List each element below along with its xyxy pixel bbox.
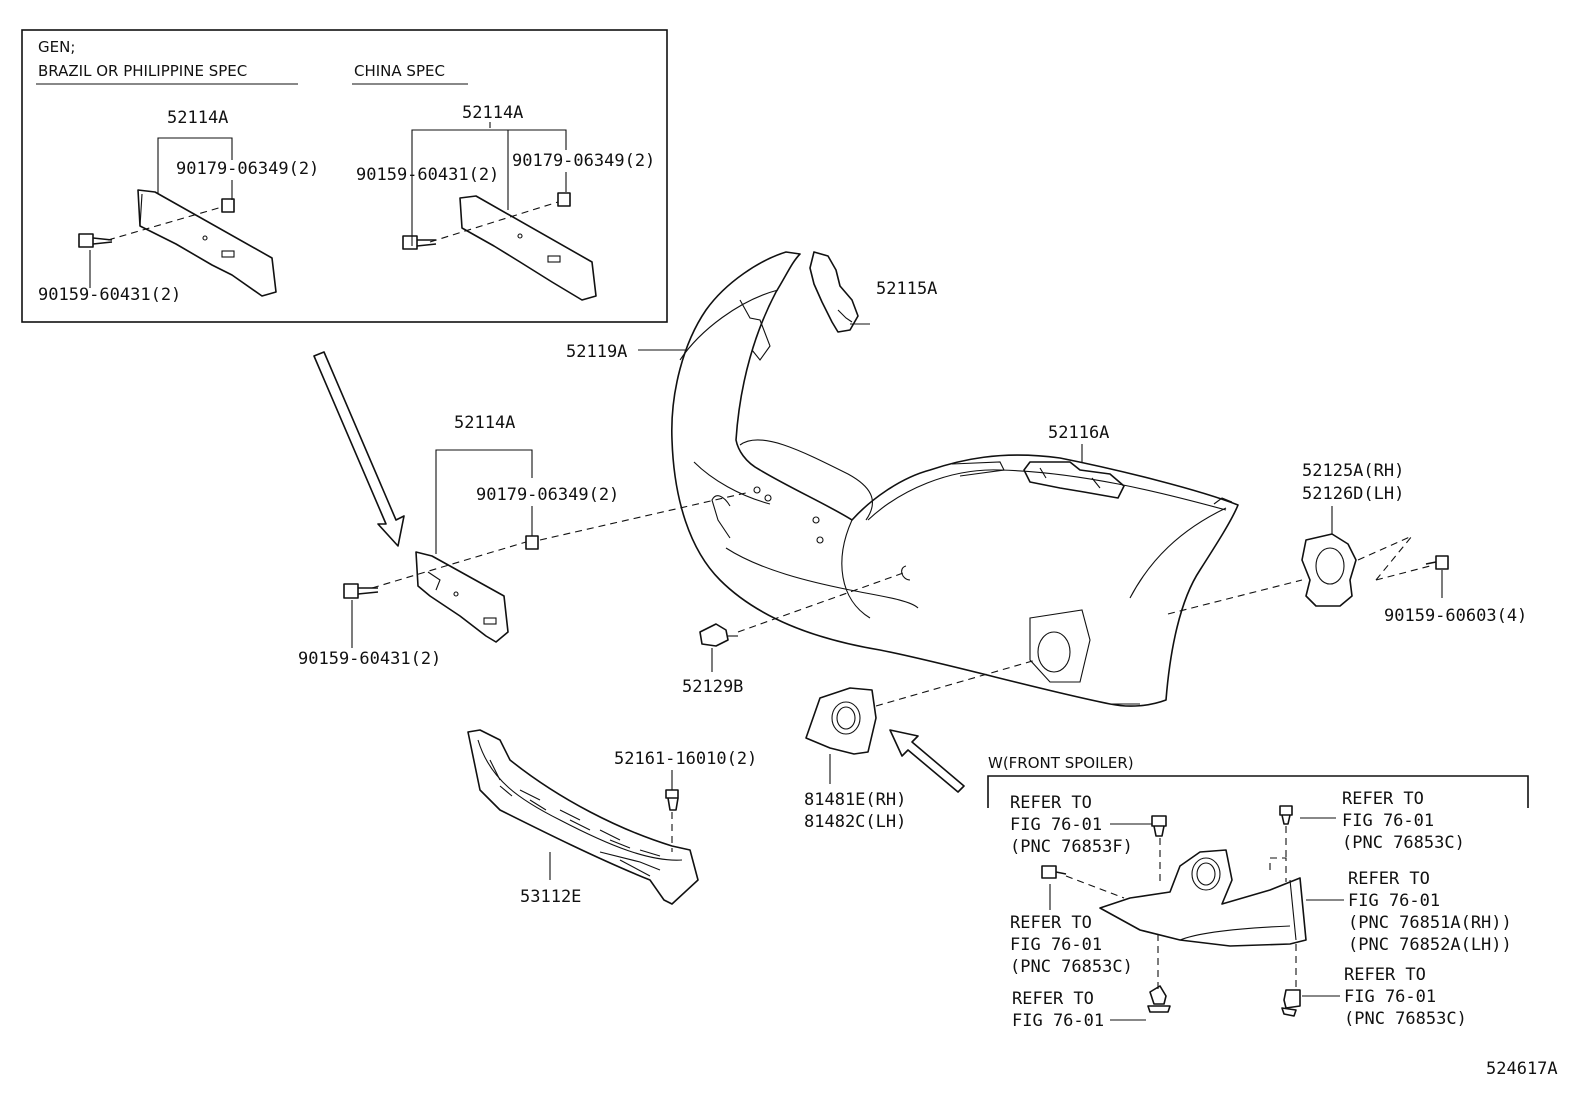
side-retainer-rh-label: 52125A(RH)	[1302, 461, 1404, 481]
side-bolt	[1425, 555, 1449, 570]
tow-hook-cover	[699, 623, 738, 647]
center-bracket	[1023, 461, 1125, 499]
side-bolt-label: 90159-60603(4)	[1384, 606, 1527, 626]
spoiler-clip-a	[1151, 815, 1167, 837]
front-spoiler	[1099, 849, 1307, 947]
ref-a-line3: (PNC 76853F)	[1010, 837, 1133, 857]
plate-bracket	[415, 551, 509, 643]
spoiler-clip-f	[1281, 989, 1301, 1017]
clip	[665, 789, 679, 811]
china-bolt	[402, 235, 437, 250]
ref-f-line2: FIG 76-01	[1344, 987, 1436, 1007]
china-nut-label: 90179-06349(2)	[512, 151, 655, 171]
ref-b-line3: (PNC 76853C)	[1342, 833, 1465, 853]
spoiler-clip-c	[1041, 865, 1067, 879]
ref-c-line3: (PNC 76853C)	[1010, 957, 1133, 977]
inset-pointer-arrow	[313, 351, 405, 547]
china-spec-header: CHINA SPEC	[354, 62, 445, 80]
ref-b-line1: REFER TO	[1342, 789, 1424, 809]
china-nut	[557, 192, 571, 207]
ref-a-line2: FIG 76-01	[1010, 815, 1102, 835]
ref-b-line2: FIG 76-01	[1342, 811, 1434, 831]
bumper-cover-label: 52119A	[566, 342, 627, 362]
ref-c-line2: FIG 76-01	[1010, 935, 1102, 955]
ref-d-line1: REFER TO	[1012, 989, 1094, 1009]
ref-a-line1: REFER TO	[1010, 793, 1092, 813]
plate-nut-label: 90179-06349(2)	[476, 485, 619, 505]
bumper-cover	[671, 251, 1239, 707]
spoiler-pointer-arrow	[889, 729, 965, 793]
ref-c-line1: REFER TO	[1010, 913, 1092, 933]
ref-e-line2: FIG 76-01	[1348, 891, 1440, 911]
plate-bolt-label: 90159-60431(2)	[298, 649, 441, 669]
fog-lamp-cover	[805, 687, 877, 755]
figure-id: 524617A	[1486, 1059, 1558, 1079]
ref-e-line1: REFER TO	[1348, 869, 1430, 889]
fog-cover-lh-label: 81482C(LH)	[804, 812, 906, 832]
gen-header: GEN;	[38, 38, 75, 56]
upper-bracket	[809, 251, 859, 333]
center-bracket-label: 52116A	[1048, 423, 1109, 443]
ref-f-line1: REFER TO	[1344, 965, 1426, 985]
gen-bolt	[78, 233, 113, 248]
plate-bolt	[343, 583, 379, 599]
china-bracket-label: 52114A	[462, 103, 523, 123]
spoiler-header: W(FRONT SPOILER)	[988, 754, 1134, 772]
plate-nut	[525, 535, 539, 550]
gen-bracket-label: 52114A	[167, 108, 228, 128]
gen-bolt-label: 90159-60431(2)	[38, 285, 181, 305]
grille-label: 53112E	[520, 887, 581, 907]
side-retainer-lh-label: 52126D(LH)	[1302, 484, 1404, 504]
plate-bracket-label: 52114A	[454, 413, 515, 433]
spoiler-clip-b	[1279, 805, 1293, 825]
ref-f-line3: (PNC 76853C)	[1344, 1009, 1467, 1029]
gen-license-bracket	[137, 189, 277, 297]
tow-cover-label: 52129B	[682, 677, 743, 697]
lower-grille	[467, 729, 699, 905]
brazil-spec-header: BRAZIL OR PHILIPPINE SPEC	[38, 62, 247, 80]
ref-d-line2: FIG 76-01	[1012, 1011, 1104, 1031]
spec-inset: GEN; BRAZIL OR PHILIPPINE SPEC CHINA SPE…	[21, 29, 668, 323]
spoiler-clip-d	[1147, 985, 1171, 1013]
gen-nut	[221, 198, 235, 213]
front-spoiler-section: W(FRONT SPOILER) REFER TO FIG 76-01 (PNC…	[987, 754, 1529, 1031]
upper-bracket-label: 52115A	[876, 279, 937, 299]
gen-nut-label: 90179-06349(2)	[176, 159, 319, 179]
china-license-bracket	[459, 195, 597, 301]
fog-cover-rh-label: 81481E(RH)	[804, 790, 906, 810]
clip-label: 52161-16010(2)	[614, 749, 757, 769]
side-retainer	[1301, 533, 1357, 607]
china-bolt-label: 90159-60431(2)	[356, 165, 499, 185]
ref-e-line3: (PNC 76851A(RH))	[1348, 913, 1512, 933]
ref-e-line4: (PNC 76852A(LH))	[1348, 935, 1512, 955]
